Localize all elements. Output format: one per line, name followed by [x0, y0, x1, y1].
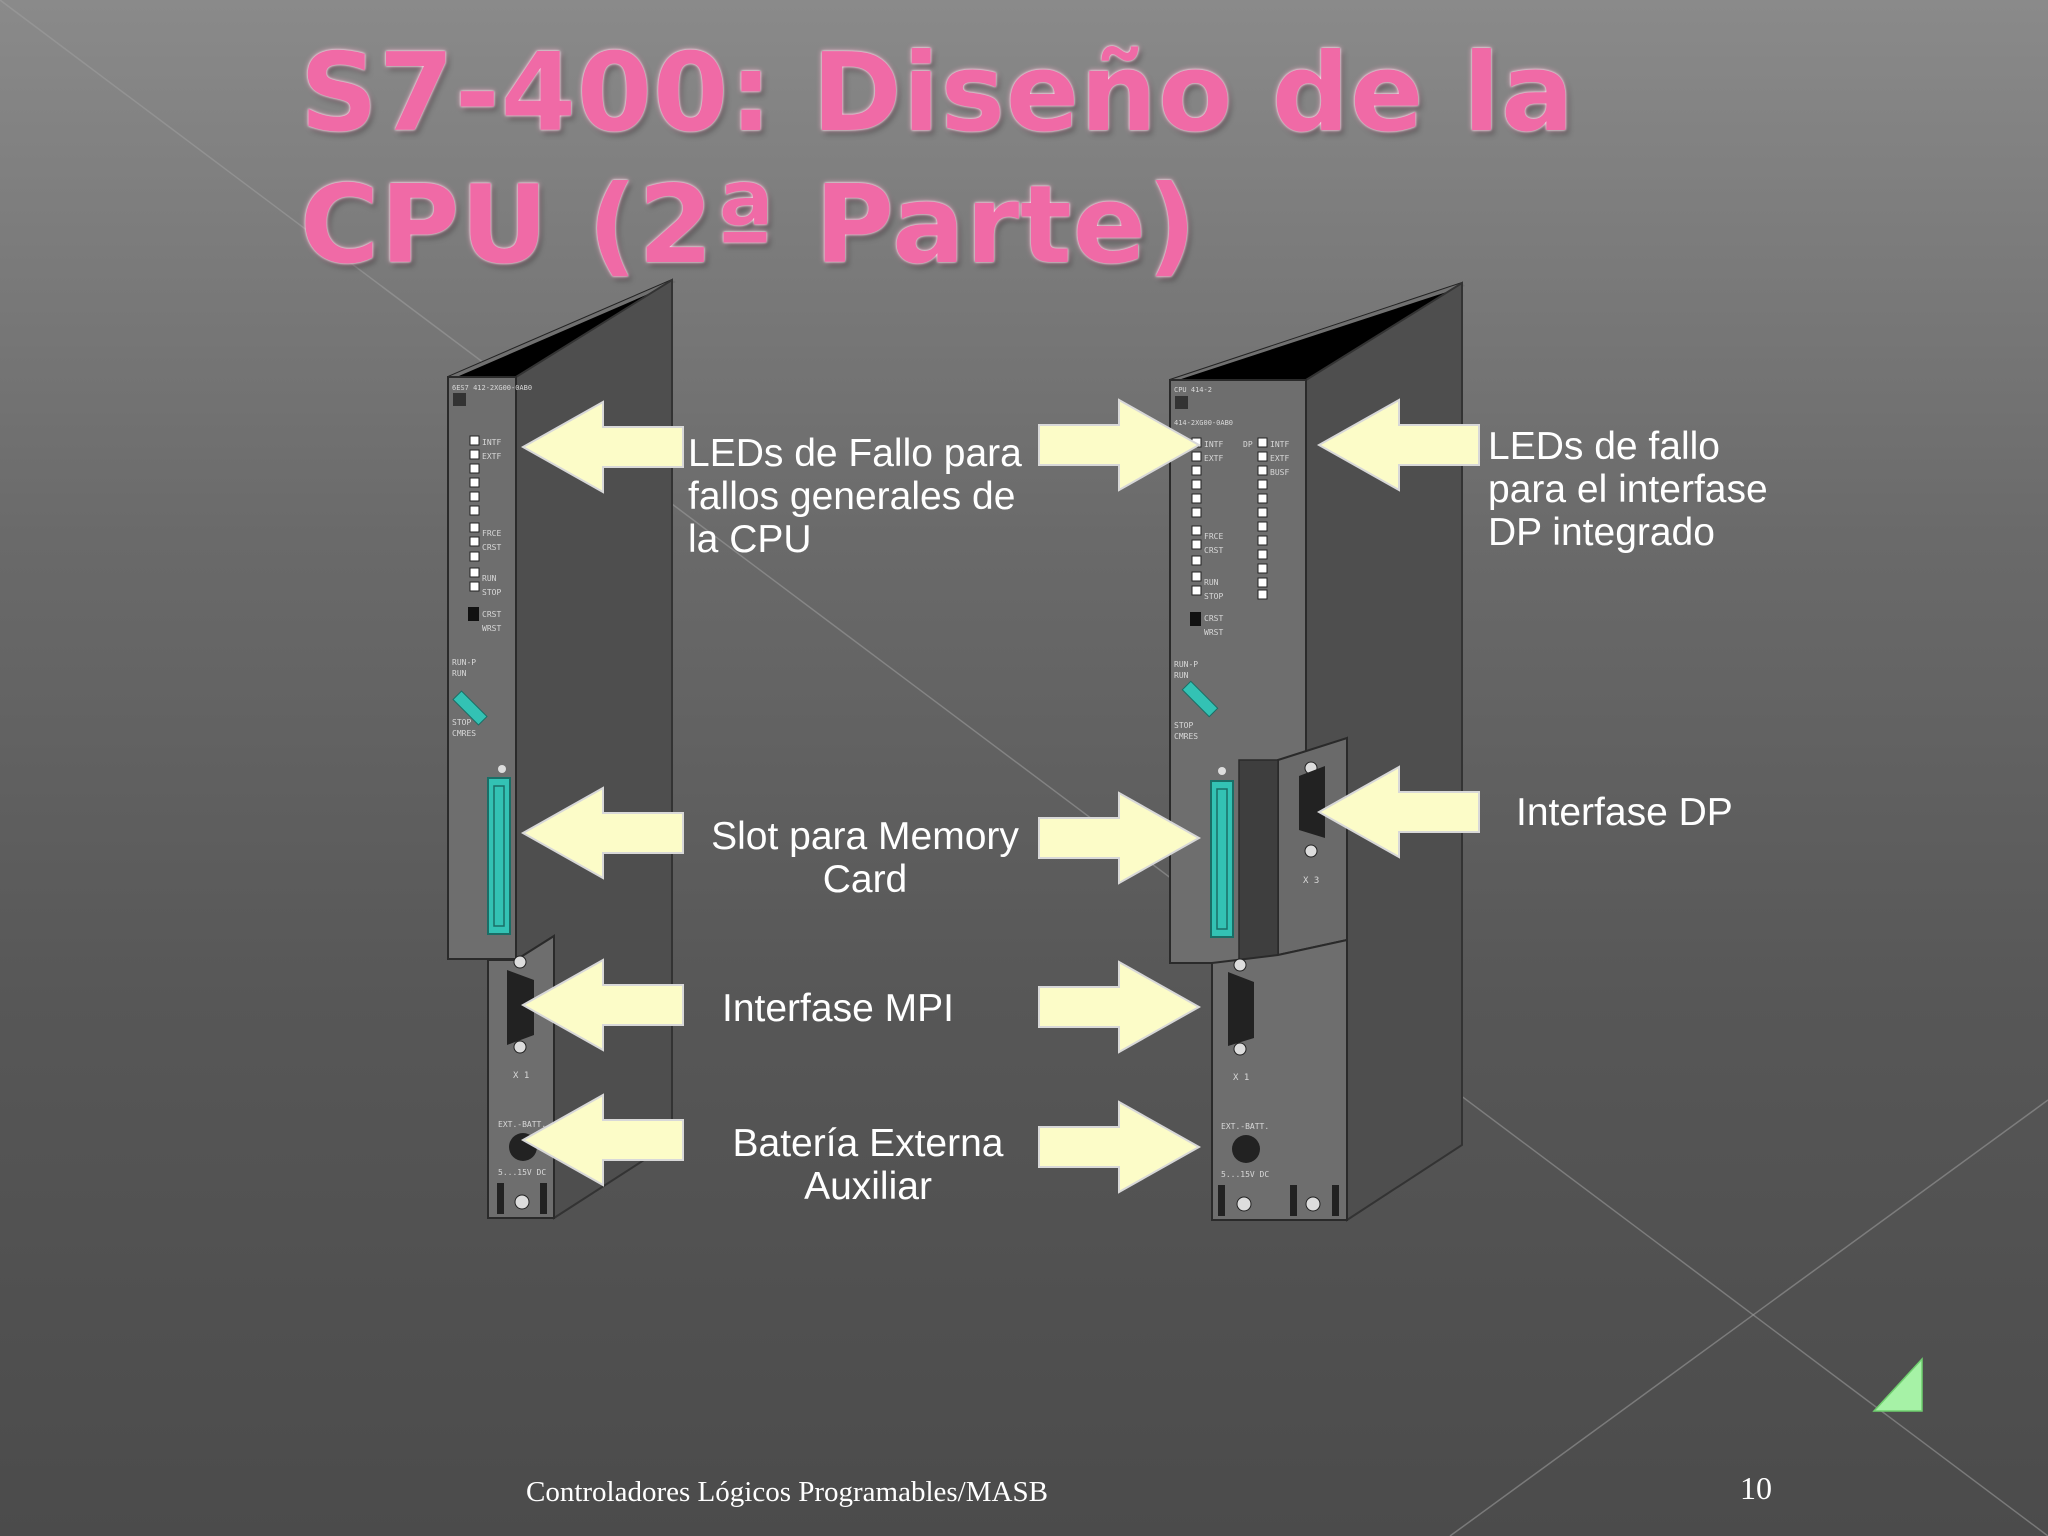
svg-text:STOP: STOP — [452, 718, 471, 727]
svg-text:DP: DP — [1243, 440, 1253, 449]
svg-text:INTF: INTF — [482, 438, 501, 447]
arrow-leds-cpu-right — [1038, 399, 1200, 491]
arrow-interfase-dp — [1318, 766, 1480, 858]
arrow-bateria-right — [1038, 1101, 1200, 1193]
svg-text:X 1: X 1 — [1233, 1073, 1249, 1083]
svg-text:FRCE: FRCE — [1204, 532, 1223, 541]
arrow-slot-left — [522, 787, 684, 879]
svg-text:INTF: INTF — [1204, 440, 1223, 449]
svg-text:CMRES: CMRES — [1174, 732, 1198, 741]
label-leds-dp: LEDs de fallo para el interfase DP integ… — [1488, 425, 1768, 554]
label-interfase-dp: Interfase DP — [1516, 791, 1733, 834]
arrow-mpi-left — [522, 959, 684, 1051]
svg-text:X 3: X 3 — [1303, 876, 1319, 886]
svg-text:BUSF: BUSF — [1270, 468, 1289, 477]
svg-text:CRST: CRST — [1204, 614, 1223, 623]
page-number: 10 — [1740, 1470, 1772, 1506]
svg-text:STOP: STOP — [1204, 592, 1223, 601]
svg-text:RUN-P: RUN-P — [1174, 660, 1198, 669]
right-top-code: CPU 414-2 — [1174, 386, 1212, 394]
svg-text:RUN: RUN — [1204, 578, 1219, 587]
svg-text:EXTF: EXTF — [1270, 454, 1289, 463]
svg-text:X 1: X 1 — [513, 1071, 529, 1081]
svg-text:STOP: STOP — [1174, 721, 1193, 730]
svg-text:5...15V DC: 5...15V DC — [498, 1168, 546, 1177]
svg-text:CRST: CRST — [482, 543, 501, 552]
svg-text:FRCE: FRCE — [482, 529, 501, 538]
label-slot-memory: Slot para Memory Card — [711, 815, 1019, 901]
label-interfase-mpi: Interfase MPI — [722, 987, 954, 1030]
svg-text:CMRES: CMRES — [452, 729, 476, 738]
arrow-bateria-left — [522, 1094, 684, 1186]
svg-text:EXTF: EXTF — [1204, 454, 1223, 463]
svg-text:WRST: WRST — [482, 624, 501, 633]
arrow-mpi-right — [1038, 961, 1200, 1053]
left-top-code: 6ES7 412-2XG00-0AB0 — [452, 384, 532, 392]
svg-text:WRST: WRST — [1204, 628, 1223, 637]
svg-text:CRST: CRST — [1204, 546, 1223, 555]
svg-text:RUN-P: RUN-P — [452, 658, 476, 667]
svg-text:RUN: RUN — [482, 574, 497, 583]
arrow-leds-cpu-left — [522, 401, 684, 493]
slide-title: S7-400: Diseño de la CPU (2ª Parte) — [300, 31, 1575, 288]
svg-text:RUN: RUN — [1174, 671, 1189, 680]
label-leds-cpu: LEDs de Fallo para fallos generales de l… — [688, 432, 1022, 561]
svg-text:EXT.-BATT.: EXT.-BATT. — [1221, 1122, 1269, 1131]
footer-text: Controladores Lógicos Programables/MASB — [526, 1476, 1048, 1508]
svg-text:414-2XG00-0AB0: 414-2XG00-0AB0 — [1174, 419, 1233, 427]
svg-text:5...15V DC: 5...15V DC — [1221, 1170, 1269, 1179]
svg-text:EXT.-BATT.: EXT.-BATT. — [498, 1120, 546, 1129]
svg-text:EXTF: EXTF — [482, 452, 501, 461]
arrow-slot-right — [1038, 792, 1200, 884]
svg-text:INTF: INTF — [1270, 440, 1289, 449]
next-slide-icon[interactable] — [1870, 1355, 1930, 1415]
svg-text:CRST: CRST — [482, 610, 501, 619]
label-bateria: Batería Externa Auxiliar — [732, 1122, 1004, 1208]
svg-text:STOP: STOP — [482, 588, 501, 597]
arrow-leds-dp — [1318, 399, 1480, 491]
svg-text:RUN: RUN — [452, 669, 467, 678]
